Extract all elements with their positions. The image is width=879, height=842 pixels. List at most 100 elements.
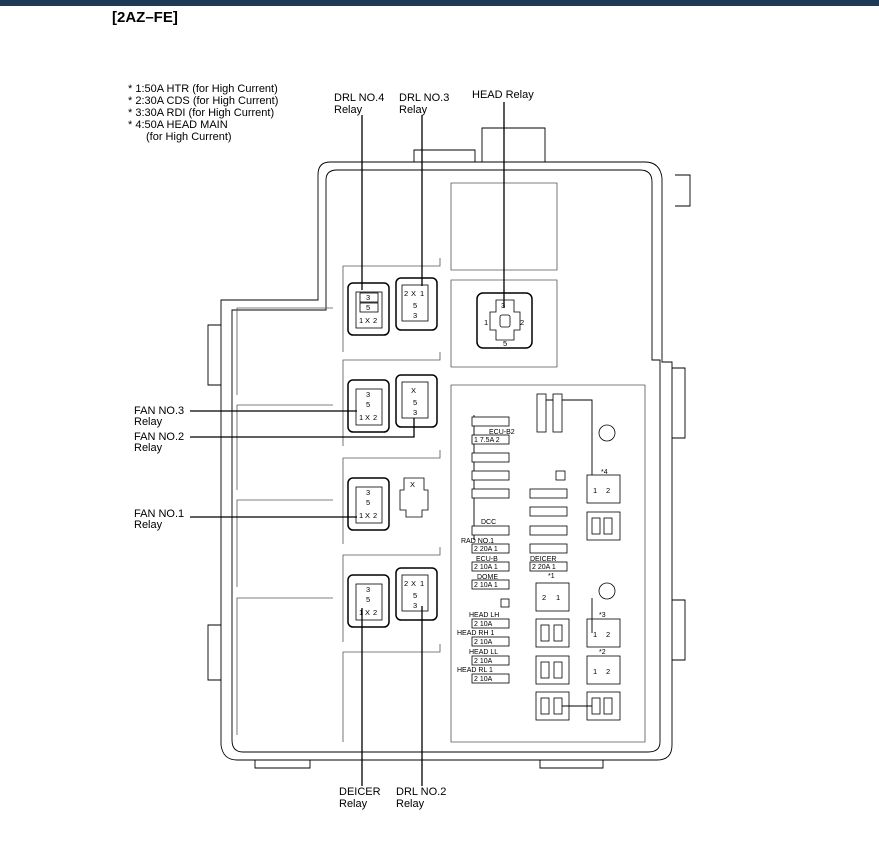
hc-fuse-2-pin1: 1 — [593, 667, 597, 676]
head-relay-pin2: 2 — [520, 318, 524, 327]
fuse-vertical-1 — [536, 393, 547, 433]
inner-outline — [231, 169, 661, 753]
page-title: [2AZ–FE] — [112, 9, 178, 26]
note-2: * 2:30A CDS (for High Current) — [128, 95, 278, 107]
drl3-pin2: 2 — [404, 289, 408, 298]
drl3-relay: 2 X 1 5 3 — [395, 277, 438, 331]
fan3-pin3: 3 — [366, 390, 370, 399]
drl2-pin3: 3 — [413, 601, 417, 610]
hc-fuse-4-pin1: 1 — [593, 486, 597, 495]
top-tab-middle — [481, 127, 546, 162]
drl2-pin5: 5 — [413, 591, 417, 600]
fuse-row-4 — [471, 470, 510, 481]
fuse-head-rh — [471, 636, 510, 647]
bottom-foot-left — [254, 760, 311, 769]
fan2-label-line2: Relay — [134, 442, 163, 454]
fan2-relay-socket — [401, 381, 429, 419]
drl3-relay-socket — [401, 284, 429, 322]
fuse-mid-4 — [529, 543, 568, 554]
drl3-label-line1: DRL NO.3 — [399, 92, 449, 104]
drl4-pin3: 3 — [366, 293, 370, 302]
fuse-rad1-rating: 2 20A 1 — [474, 546, 498, 553]
drl3-pin-x: X — [411, 289, 416, 298]
fuse-ecu-b-name: ECU-B — [476, 556, 498, 563]
drl2-pin-x: X — [411, 579, 416, 588]
fuse-dome — [471, 579, 510, 590]
deicer-pin5: 5 — [366, 595, 370, 604]
head-relay-pin5: 5 — [503, 339, 507, 348]
fan1-pin2: 2 — [373, 511, 377, 520]
fuse-head-rh-name: HEAD RH 1 — [457, 630, 494, 637]
hc-fuse-2 — [586, 655, 621, 685]
fan3-pin2: 2 — [373, 413, 377, 422]
fan3-pin5: 5 — [366, 400, 370, 409]
fuse-head-ll-name: HEAD LL — [469, 649, 498, 656]
hc-fuse-3-pin2: 2 — [606, 630, 610, 639]
drl4-pin5-box — [359, 302, 379, 313]
fan2-pin-x: X — [411, 386, 416, 395]
drl2-relay: 2 X 1 5 3 — [395, 567, 438, 621]
fuse-deicer — [529, 561, 568, 572]
bolt-terminal-upper — [598, 424, 616, 442]
center-slots — [342, 258, 441, 742]
fuse-head-rl — [471, 673, 510, 684]
note-3: * 3:30A RDI (for High Current) — [128, 107, 274, 119]
left-tab-upper — [207, 324, 221, 386]
fuse-block: ECU-B2 1 7.5A 2 DCC RAD NO.1 2 20A 1 ECU… — [457, 393, 621, 721]
left-slot-1 — [236, 307, 333, 395]
drl2-label-line2: Relay — [396, 798, 425, 810]
fan2-label-line1: FAN NO.2 — [134, 431, 184, 443]
fuse-mid-2 — [529, 506, 568, 517]
drl4-pin3-box — [359, 292, 379, 303]
fuse-row-5 — [471, 488, 510, 499]
hc-fuse-1 — [535, 582, 570, 612]
top-header-bar — [0, 0, 879, 6]
hc-fuse-holder-a-right — [553, 624, 563, 642]
hc-fuse-3-pin1: 1 — [593, 630, 597, 639]
head-relay-pin1: 1 — [484, 318, 488, 327]
deicer-relay: 3 5 1 X 2 — [347, 574, 390, 628]
fan1-pin-x: X — [365, 511, 370, 520]
drl3-pin1: 1 — [420, 289, 424, 298]
drl3-pin5: 5 — [413, 301, 417, 310]
fuse-head-rh-rating: 2 10A — [474, 639, 493, 646]
fuse-ecu-b2 — [471, 434, 510, 445]
center-slot-5 — [342, 644, 441, 742]
drl4-pin-x: X — [365, 316, 370, 325]
drl4-label-line1: DRL NO.4 — [334, 92, 384, 104]
fuse-head-lh-name: HEAD LH — [469, 612, 499, 619]
bottom-foot-right — [539, 760, 604, 769]
bolt-terminal-lower — [598, 582, 616, 600]
fuse-deicer-name: DEICER — [530, 556, 556, 563]
fuse-deicer-rating: 2 20A 1 — [532, 564, 556, 571]
fuse-ecu-b2-name: ECU-B2 — [489, 429, 515, 436]
marker-4: *4 — [601, 469, 608, 476]
left-slot-4 — [236, 597, 333, 735]
hc-fuse-holder-b-right — [553, 661, 563, 679]
head-relay-label: HEAD Relay — [472, 89, 534, 101]
fuse-box-housing — [207, 127, 691, 769]
fan2-leader — [190, 418, 415, 438]
fan1-label-line2: Relay — [134, 519, 163, 531]
hc-fuse-holder-d-left — [591, 697, 601, 715]
center-slot-1 — [342, 258, 441, 352]
head-relay-slot — [450, 279, 558, 368]
fuse-head-ll — [471, 655, 510, 666]
spare-relay-connector: X — [399, 477, 429, 518]
marker-3: *3 — [599, 612, 606, 619]
right-upper-slot — [450, 182, 558, 271]
drl2-pin2: 2 — [404, 579, 408, 588]
hc-fuse-holder-b-left — [540, 661, 550, 679]
left-slots — [236, 307, 333, 735]
head-relay-center — [499, 314, 511, 328]
right-tab-lower — [672, 599, 686, 661]
deicer-relay-socket — [355, 583, 383, 621]
right-tab — [675, 174, 691, 207]
left-slot-3 — [236, 499, 333, 587]
hc-fuse-slot-left — [591, 517, 601, 535]
deicer-pin3: 3 — [366, 585, 370, 594]
drl4-pin5: 5 — [366, 303, 370, 312]
deicer-pin-x: X — [365, 608, 370, 617]
hc-fuse-holder-c-left — [540, 697, 550, 715]
